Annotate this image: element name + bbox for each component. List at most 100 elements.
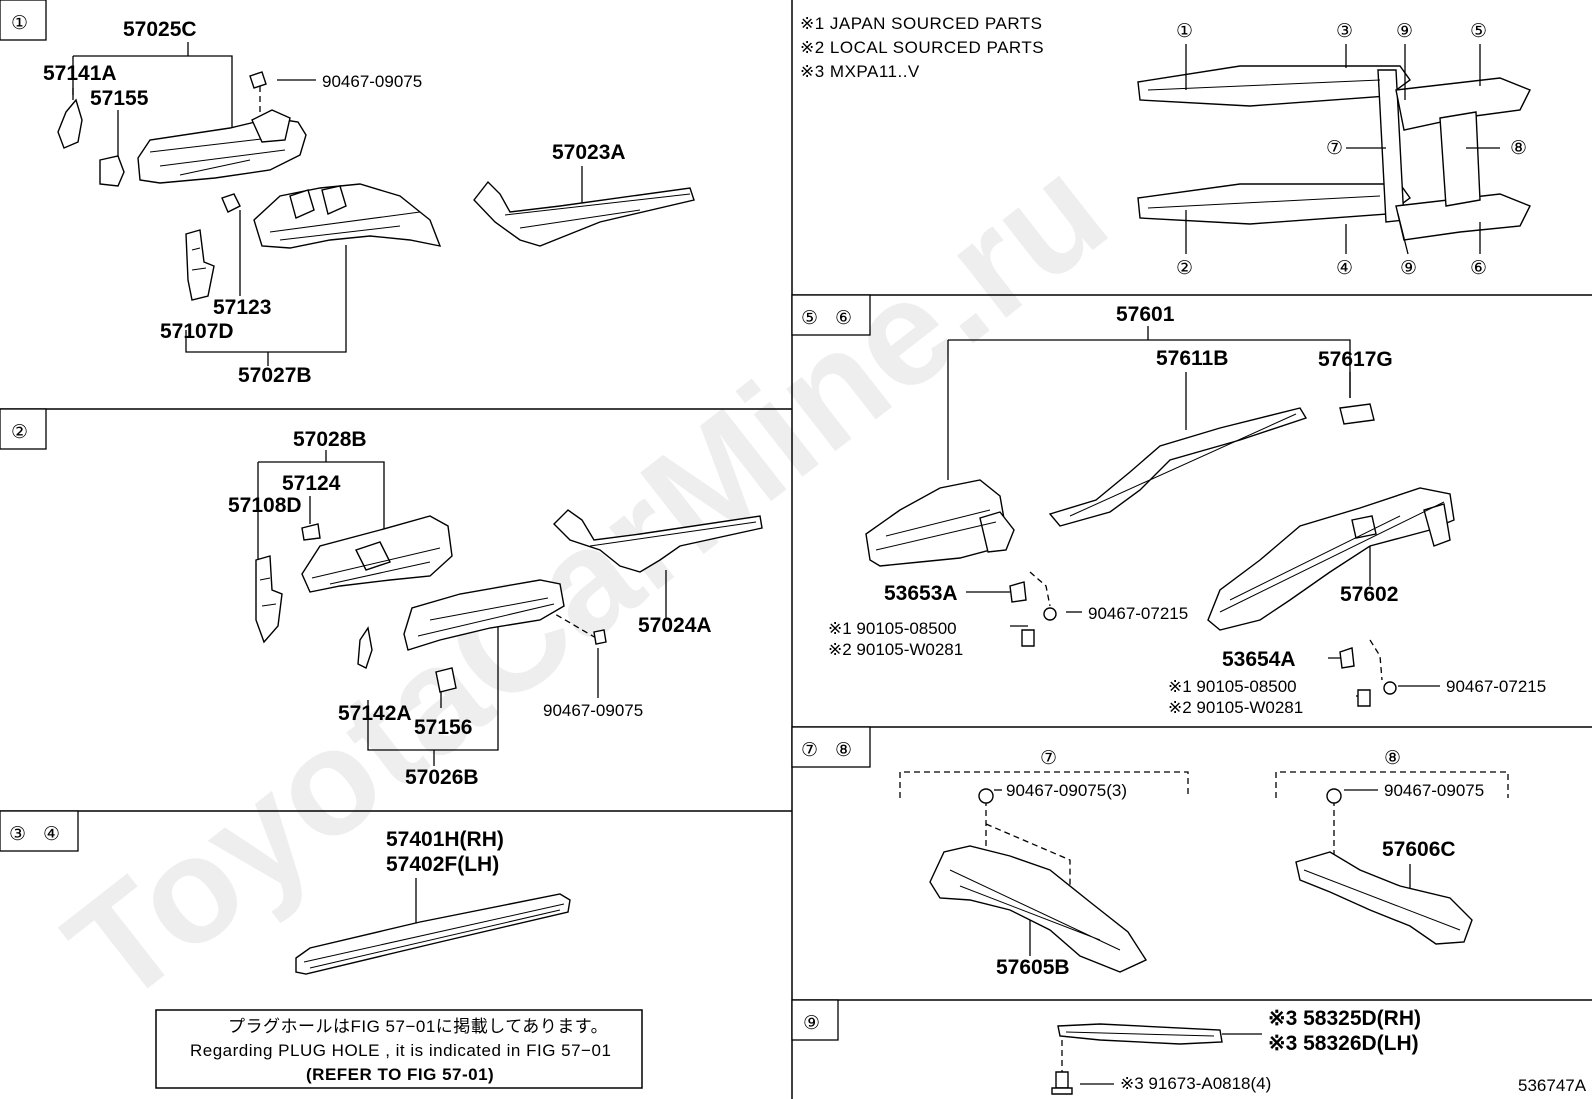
overview-callout-5[interactable]: ⑤	[1470, 21, 1487, 42]
drawing-57025C	[137, 109, 307, 184]
part-57617G[interactable]: 57617G	[1318, 348, 1393, 371]
figure-id: 536747A	[1518, 1076, 1587, 1095]
section-5-6: ⑤ ⑥ 57601 57611B 57617G 53653A 90467-072…	[791, 294, 1546, 717]
section-1-tag: ①	[11, 13, 28, 34]
drawing-57601	[865, 479, 1015, 567]
overview-callout-4[interactable]: ④	[1336, 258, 1353, 279]
drawing-57617G	[1339, 403, 1375, 425]
section-2: ② 57028B 57124 57108D 57024A 57142A 5715…	[0, 408, 763, 789]
drawing-bolt-b	[1357, 689, 1371, 707]
part-90105-08500-a[interactable]: ※1 90105-08500	[828, 619, 957, 638]
drawing-57611B	[1048, 407, 1308, 527]
part-57107D[interactable]: 57107D	[160, 320, 234, 343]
drawing-nut-b	[1383, 681, 1397, 695]
overview-callout-9-bottom[interactable]: ⑨	[1400, 258, 1417, 279]
section-2-tag: ②	[11, 422, 28, 443]
drawing-57124	[301, 523, 321, 541]
section-8-tag: ⑧	[835, 740, 852, 761]
part-90467-09075-3[interactable]: 90467-09075(3)	[1006, 781, 1127, 800]
part-90105-08500-b[interactable]: ※1 90105-08500	[1168, 677, 1297, 696]
part-53654A[interactable]: 53654A	[1222, 648, 1296, 671]
part-90467-09075-s8[interactable]: 90467-09075	[1384, 781, 1484, 800]
part-57028B[interactable]: 57028B	[293, 428, 367, 451]
drawing-57141A	[57, 98, 83, 149]
part-57023A[interactable]: 57023A	[552, 141, 626, 164]
section-7-tag: ⑦	[801, 740, 818, 761]
part-57027B[interactable]: 57027B	[238, 364, 312, 387]
drawing-57107D	[185, 229, 215, 301]
drawing-clip-s2	[593, 629, 607, 645]
reference-line-refer: (REFER TO FIG 57-01)	[306, 1065, 494, 1084]
subsection-7-tag: ⑦	[1040, 748, 1057, 769]
section-7-8: ⑦ ⑧ ⑦ ⑧ 90467-09075(3) 57605B 90467-0907…	[791, 726, 1509, 979]
section-3-4: ③ ④ 57401H(RH) 57402F(LH) プラグホールはFIG 57−…	[0, 810, 643, 1089]
part-57142A[interactable]: 57142A	[338, 702, 412, 725]
note-2: ※2 LOCAL SOURCED PARTS	[800, 38, 1044, 57]
part-57024A[interactable]: 57024A	[638, 614, 712, 637]
drawing-bolt-a	[1021, 629, 1035, 647]
overview-callout-8[interactable]: ⑧	[1510, 138, 1527, 159]
section-9: ⑨ ※3 58325D(RH) ※3 58326D(LH) ※3 91673-A…	[791, 999, 1587, 1095]
part-57156[interactable]: 57156	[414, 716, 472, 739]
drawing-53654A	[1339, 647, 1355, 669]
part-57601[interactable]: 57601	[1116, 303, 1175, 326]
part-53653A[interactable]: 53653A	[884, 582, 958, 605]
drawing-57108D	[255, 555, 283, 644]
drawing-57605B	[929, 845, 1148, 973]
part-57605B[interactable]: 57605B	[996, 956, 1070, 979]
drawing-57023A	[473, 180, 695, 247]
part-90105-W0281-b[interactable]: ※2 90105-W0281	[1168, 698, 1303, 717]
drawing-57123	[221, 193, 241, 213]
overview-callout-9-top[interactable]: ⑨	[1396, 21, 1413, 42]
part-90467-09075-s1[interactable]: 90467-09075	[322, 72, 422, 91]
part-57401H[interactable]: 57401H(RH)	[386, 828, 504, 851]
note-3: ※3 MXPA11..V	[800, 62, 920, 81]
part-58325D[interactable]: ※3 58325D(RH)	[1268, 1007, 1421, 1030]
section-6-tag: ⑥	[835, 308, 852, 329]
part-90467-07215-a[interactable]: 90467-07215	[1088, 604, 1188, 623]
drawing-bolt-s9	[1051, 1071, 1073, 1095]
part-57611B[interactable]: 57611B	[1156, 347, 1228, 370]
part-57026B[interactable]: 57026B	[405, 766, 479, 789]
reference-line-jp: プラグホールはFIG 57−01に掲載してあります。	[228, 1017, 608, 1036]
subsection-8-tag: ⑧	[1384, 748, 1401, 769]
overview-callout-7[interactable]: ⑦	[1326, 138, 1343, 159]
part-58326D[interactable]: ※3 58326D(LH)	[1268, 1032, 1419, 1055]
drawing-57024A	[553, 509, 763, 573]
part-57602[interactable]: 57602	[1340, 583, 1398, 606]
chassis-overview-drawing	[1137, 65, 1531, 241]
drawing-clip-s1	[249, 71, 267, 89]
overview-callout-1[interactable]: ①	[1176, 21, 1193, 42]
part-57155[interactable]: 57155	[90, 87, 149, 110]
drawing-57155	[99, 155, 125, 187]
section-9-tag: ⑨	[803, 1013, 820, 1034]
overview-panel: ※1 JAPAN SOURCED PARTS ※2 LOCAL SOURCED …	[800, 14, 1531, 279]
section-1: ① 57025C 57141A 57155 90467-09075 57023A…	[0, 0, 695, 387]
part-57402F[interactable]: 57402F(LH)	[386, 853, 499, 876]
part-90467-09075-s2[interactable]: 90467-09075	[543, 701, 643, 720]
section-3-tag: ③	[9, 824, 26, 845]
drawing-57026B	[403, 579, 565, 651]
part-57123[interactable]: 57123	[213, 296, 271, 319]
drawing-nut-a	[1043, 607, 1057, 621]
part-90467-07215-b[interactable]: 90467-07215	[1446, 677, 1546, 696]
overview-callout-3[interactable]: ③	[1336, 21, 1353, 42]
part-57025C[interactable]: 57025C	[123, 18, 197, 41]
part-57606C[interactable]: 57606C	[1382, 838, 1456, 861]
note-1: ※1 JAPAN SOURCED PARTS	[800, 14, 1043, 33]
part-57141A[interactable]: 57141A	[43, 62, 117, 85]
section-4-tag: ④	[43, 824, 60, 845]
drawing-57156	[435, 667, 457, 693]
part-57108D[interactable]: 57108D	[228, 494, 302, 517]
overview-callout-2[interactable]: ②	[1176, 258, 1193, 279]
part-91673-A0818[interactable]: ※3 91673-A0818(4)	[1120, 1074, 1271, 1093]
drawing-57602	[1207, 487, 1455, 631]
overview-callout-6[interactable]: ⑥	[1470, 258, 1487, 279]
drawing-57027B	[253, 183, 442, 249]
drawing-58325D-58326D	[1057, 1023, 1223, 1045]
drawing-57028B	[301, 515, 453, 593]
part-90105-W0281-a[interactable]: ※2 90105-W0281	[828, 640, 963, 659]
part-57124[interactable]: 57124	[282, 472, 341, 495]
drawing-nut-s8	[1326, 788, 1342, 804]
